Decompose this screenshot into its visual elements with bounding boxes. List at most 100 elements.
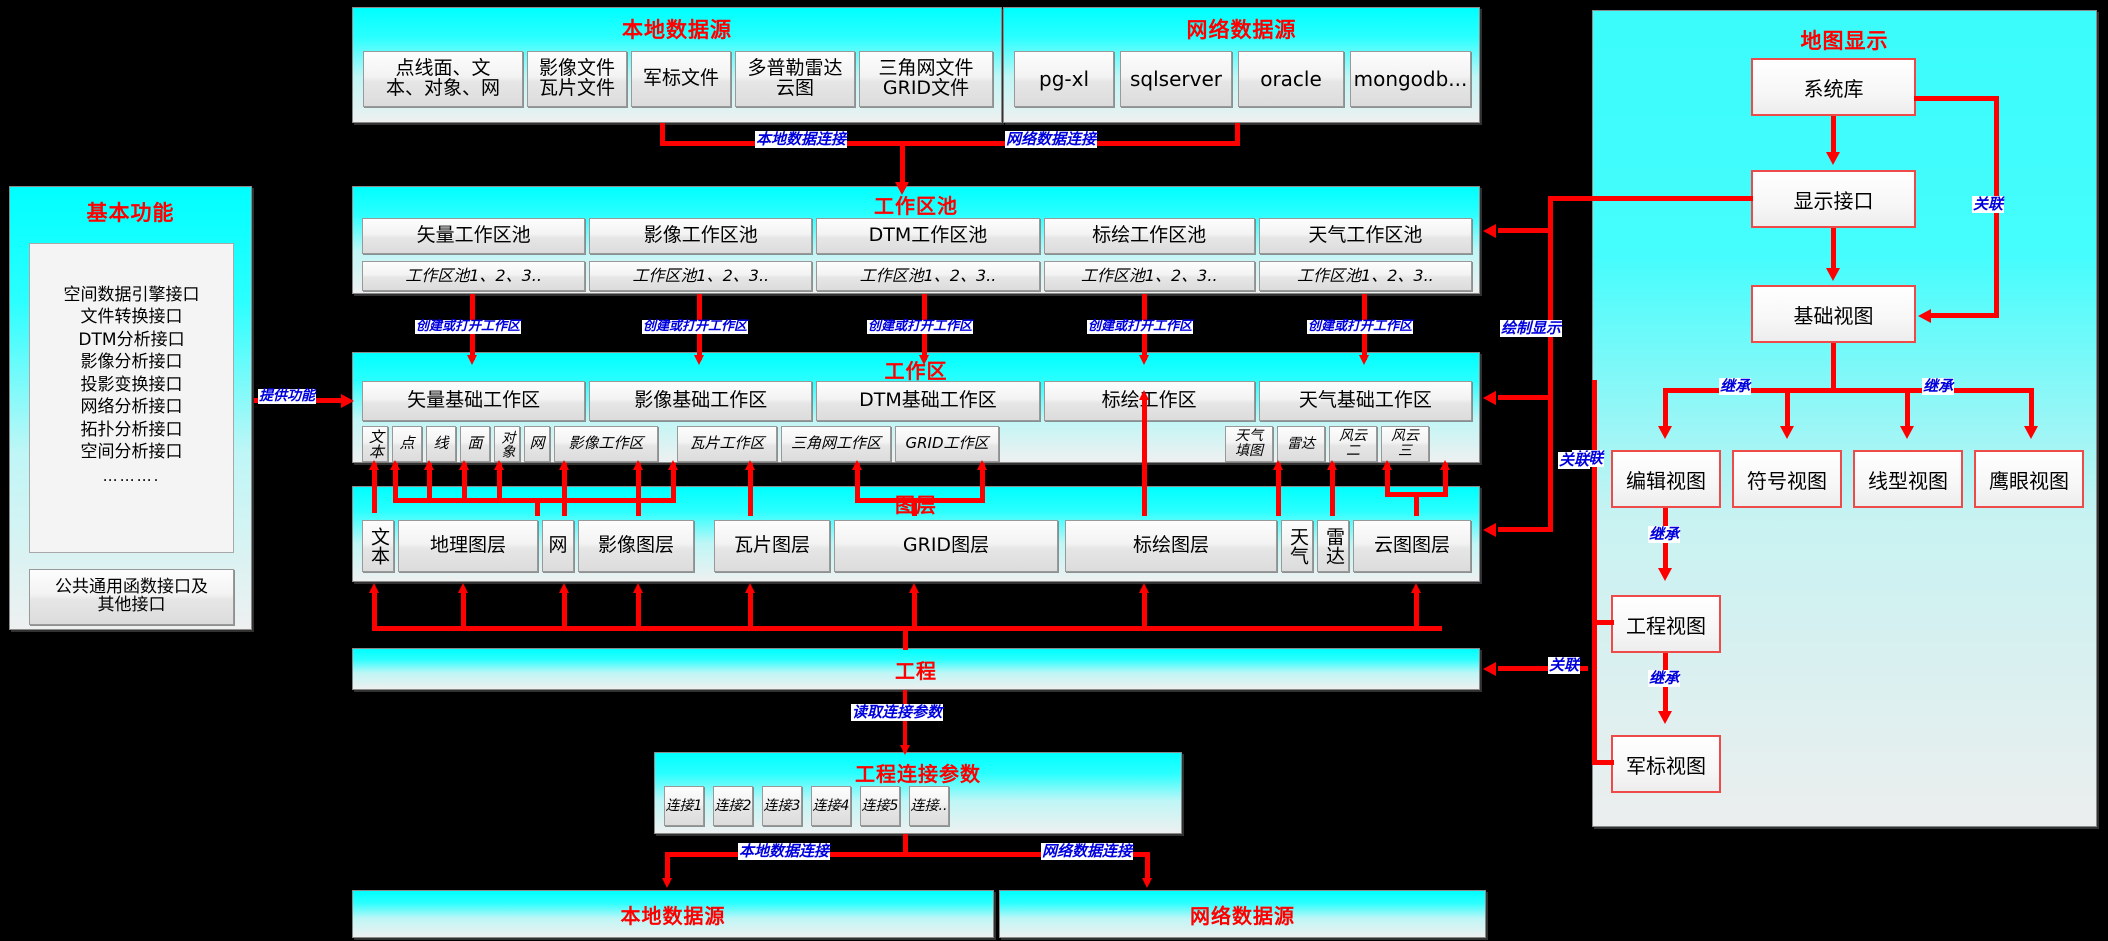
workspace-pool-panel: 工作区池 矢量工作区池 影像工作区池 DTM工作区池 标绘工作区池 天气工作区池… xyxy=(352,186,1480,294)
layer-bundle-v-fy2 xyxy=(1385,463,1390,495)
workspace-subitem[interactable]: GRID工作区 xyxy=(895,426,999,462)
workspace-subitem[interactable]: 网 xyxy=(524,426,550,462)
pool-column[interactable]: DTM工作区池 xyxy=(816,218,1040,254)
local-data-source-title: 本地数据源 xyxy=(622,18,732,42)
display-interface-box[interactable]: 显示接口 xyxy=(1751,170,1916,228)
project-feed-arrow4 xyxy=(633,583,643,593)
local-data-source-bottom-panel: 本地数据源 xyxy=(352,890,994,938)
layer-link-v-text xyxy=(372,463,377,513)
workspace-subitem[interactable]: 风云 三 xyxy=(1381,426,1429,462)
line-view-box[interactable]: 线型视图 xyxy=(1853,450,1963,508)
basic-functions-footer[interactable]: 公共通用函数接口及 其他接口 xyxy=(29,569,234,625)
layer-item[interactable]: 标绘图层 xyxy=(1065,520,1277,572)
edit-view-box[interactable]: 编辑视图 xyxy=(1611,450,1721,508)
layer-item[interactable]: GRID图层 xyxy=(834,520,1058,572)
network-source-item[interactable]: pg-xl xyxy=(1014,51,1114,107)
create-open-arrow-3 xyxy=(919,355,929,365)
local-data-source-items: 点线面、文 本、对象、网 影像文件 瓦片文件 军标文件 多普勒雷达 云图 三角网… xyxy=(363,51,993,107)
bottom-local-v xyxy=(665,852,670,883)
local-source-item[interactable]: 军标文件 xyxy=(631,51,731,107)
pool-subcolumn[interactable]: 工作区池1、2、3.. xyxy=(589,261,813,291)
layer-item[interactable]: 地理图层 xyxy=(398,520,538,572)
layer-link-v-plot xyxy=(1142,463,1147,516)
layer-item[interactable]: 影像图层 xyxy=(578,520,694,572)
read-params-arrow xyxy=(900,745,910,755)
network-source-item[interactable]: sqlserver xyxy=(1120,51,1232,107)
local-source-item[interactable]: 多普勒雷达 云图 xyxy=(735,51,855,107)
label-inherit-project: 继承 xyxy=(1648,525,1681,543)
label-draw-display: 绘制显示 xyxy=(1500,319,1563,337)
interface-item: 拓扑分析接口 xyxy=(80,419,183,440)
weather-workspace-feed-arrow xyxy=(1483,391,1496,405)
workspace-subitem[interactable]: 三角网工作区 xyxy=(781,426,891,462)
pool-subcolumn[interactable]: 工作区池1、2、3.. xyxy=(816,261,1040,291)
connection-item[interactable]: 连接5 xyxy=(860,786,900,826)
layer-item[interactable]: 雷达 xyxy=(1317,520,1349,572)
connection-item[interactable]: 连接.. xyxy=(909,786,949,826)
workspace-group[interactable]: 天气基础工作区 xyxy=(1258,381,1473,421)
branch-v-edit xyxy=(1663,388,1668,430)
assoc-right-arrow xyxy=(1918,309,1931,323)
project-panel: 工程 xyxy=(352,648,1480,690)
local-source-item[interactable]: 影像文件 瓦片文件 xyxy=(527,51,627,107)
bottom-network-arrow xyxy=(1142,878,1152,888)
project-view-box[interactable]: 工程视图 xyxy=(1611,595,1721,653)
layer-item[interactable]: 瓦片图层 xyxy=(714,520,830,572)
workspace-subitem[interactable]: 风云 二 xyxy=(1329,426,1377,462)
project-feed-v4 xyxy=(636,592,641,630)
workspace-subitem[interactable]: 瓦片工作区 xyxy=(677,426,777,462)
milmark-view-box[interactable]: 军标视图 xyxy=(1611,735,1721,793)
network-source-item[interactable]: oracle xyxy=(1238,51,1344,107)
label-association-right: 关联 xyxy=(1972,195,2005,213)
pool-subcolumn[interactable]: 工作区池1、2、3.. xyxy=(1043,261,1255,291)
workspace-group[interactable]: 影像基础工作区 xyxy=(589,381,813,421)
workspace-group[interactable]: 标绘工作区 xyxy=(1043,381,1255,421)
label-inherit-milmark: 继承 xyxy=(1648,669,1681,687)
base-view-box[interactable]: 基础视图 xyxy=(1751,285,1916,343)
system-lib-box[interactable]: 系统库 xyxy=(1751,58,1916,116)
workspace-subitem[interactable]: 线 xyxy=(426,426,456,462)
workspace-subitem[interactable]: 对象 xyxy=(494,426,520,462)
connection-item[interactable]: 连接1 xyxy=(664,786,704,826)
symbol-view-box[interactable]: 符号视图 xyxy=(1732,450,1842,508)
eagle-view-box[interactable]: 鹰眼视图 xyxy=(1974,450,2084,508)
local-connection-line-v xyxy=(660,123,665,145)
interface-item: 空间分析接口 xyxy=(80,442,183,463)
local-data-source-panel: 本地数据源 点线面、文 本、对象、网 影像文件 瓦片文件 军标文件 多普勒雷达 … xyxy=(352,7,1002,123)
pool-column[interactable]: 矢量工作区池 xyxy=(362,218,586,254)
pool-feed-back-arrow xyxy=(1483,224,1496,238)
network-source-item[interactable]: mongodb... xyxy=(1350,51,1471,107)
pool-subcolumn[interactable]: 工作区池1、2、3.. xyxy=(362,261,586,291)
draw-display-to-ws xyxy=(1498,395,1553,400)
pool-subcolumn[interactable]: 工作区池1、2、3.. xyxy=(1258,261,1473,291)
display-interface-left-h xyxy=(1548,196,1753,201)
connection-item[interactable]: 连接2 xyxy=(713,786,753,826)
layer-link-arrow-net xyxy=(559,460,569,470)
layer-item[interactable]: 天气 xyxy=(1281,520,1313,572)
layer-item[interactable]: 文本 xyxy=(362,520,394,572)
pool-column[interactable]: 标绘工作区池 xyxy=(1043,218,1255,254)
workspace-subitem[interactable]: 天气 填图 xyxy=(1225,426,1273,462)
workspace-subitem[interactable]: 点 xyxy=(392,426,422,462)
layer-item[interactable]: 网 xyxy=(542,520,574,572)
pool-column[interactable]: 影像工作区池 xyxy=(589,218,813,254)
label-association-project: 关联 xyxy=(1548,656,1581,674)
branch-arrow-line xyxy=(1900,426,1914,439)
syslib-to-display-arrow xyxy=(1826,152,1840,165)
local-source-item[interactable]: 三角网文件 GRID文件 xyxy=(859,51,993,107)
workspace-group[interactable]: 矢量基础工作区 xyxy=(362,381,586,421)
local-source-item[interactable]: 点线面、文 本、对象、网 xyxy=(363,51,523,107)
pool-column[interactable]: 天气工作区池 xyxy=(1258,218,1473,254)
assoc-layers-arrow xyxy=(1483,523,1496,537)
workspace-subitem[interactable]: 文本 xyxy=(362,426,388,462)
layer-item[interactable]: 云图图层 xyxy=(1353,520,1471,572)
workspace-subitem[interactable]: 影像工作区 xyxy=(554,426,658,462)
connection-item[interactable]: 连接4 xyxy=(811,786,851,826)
baseview-branch-h xyxy=(1663,388,2033,393)
workspace-subitem[interactable]: 雷达 xyxy=(1277,426,1325,462)
workspace-subitem[interactable]: 面 xyxy=(460,426,490,462)
layer-bundle-arrow-tri xyxy=(852,460,862,470)
workspace-group[interactable]: DTM基础工作区 xyxy=(816,381,1040,421)
connection-item[interactable]: 连接3 xyxy=(762,786,802,826)
label-inherit-right: 继承 xyxy=(1922,377,1955,395)
